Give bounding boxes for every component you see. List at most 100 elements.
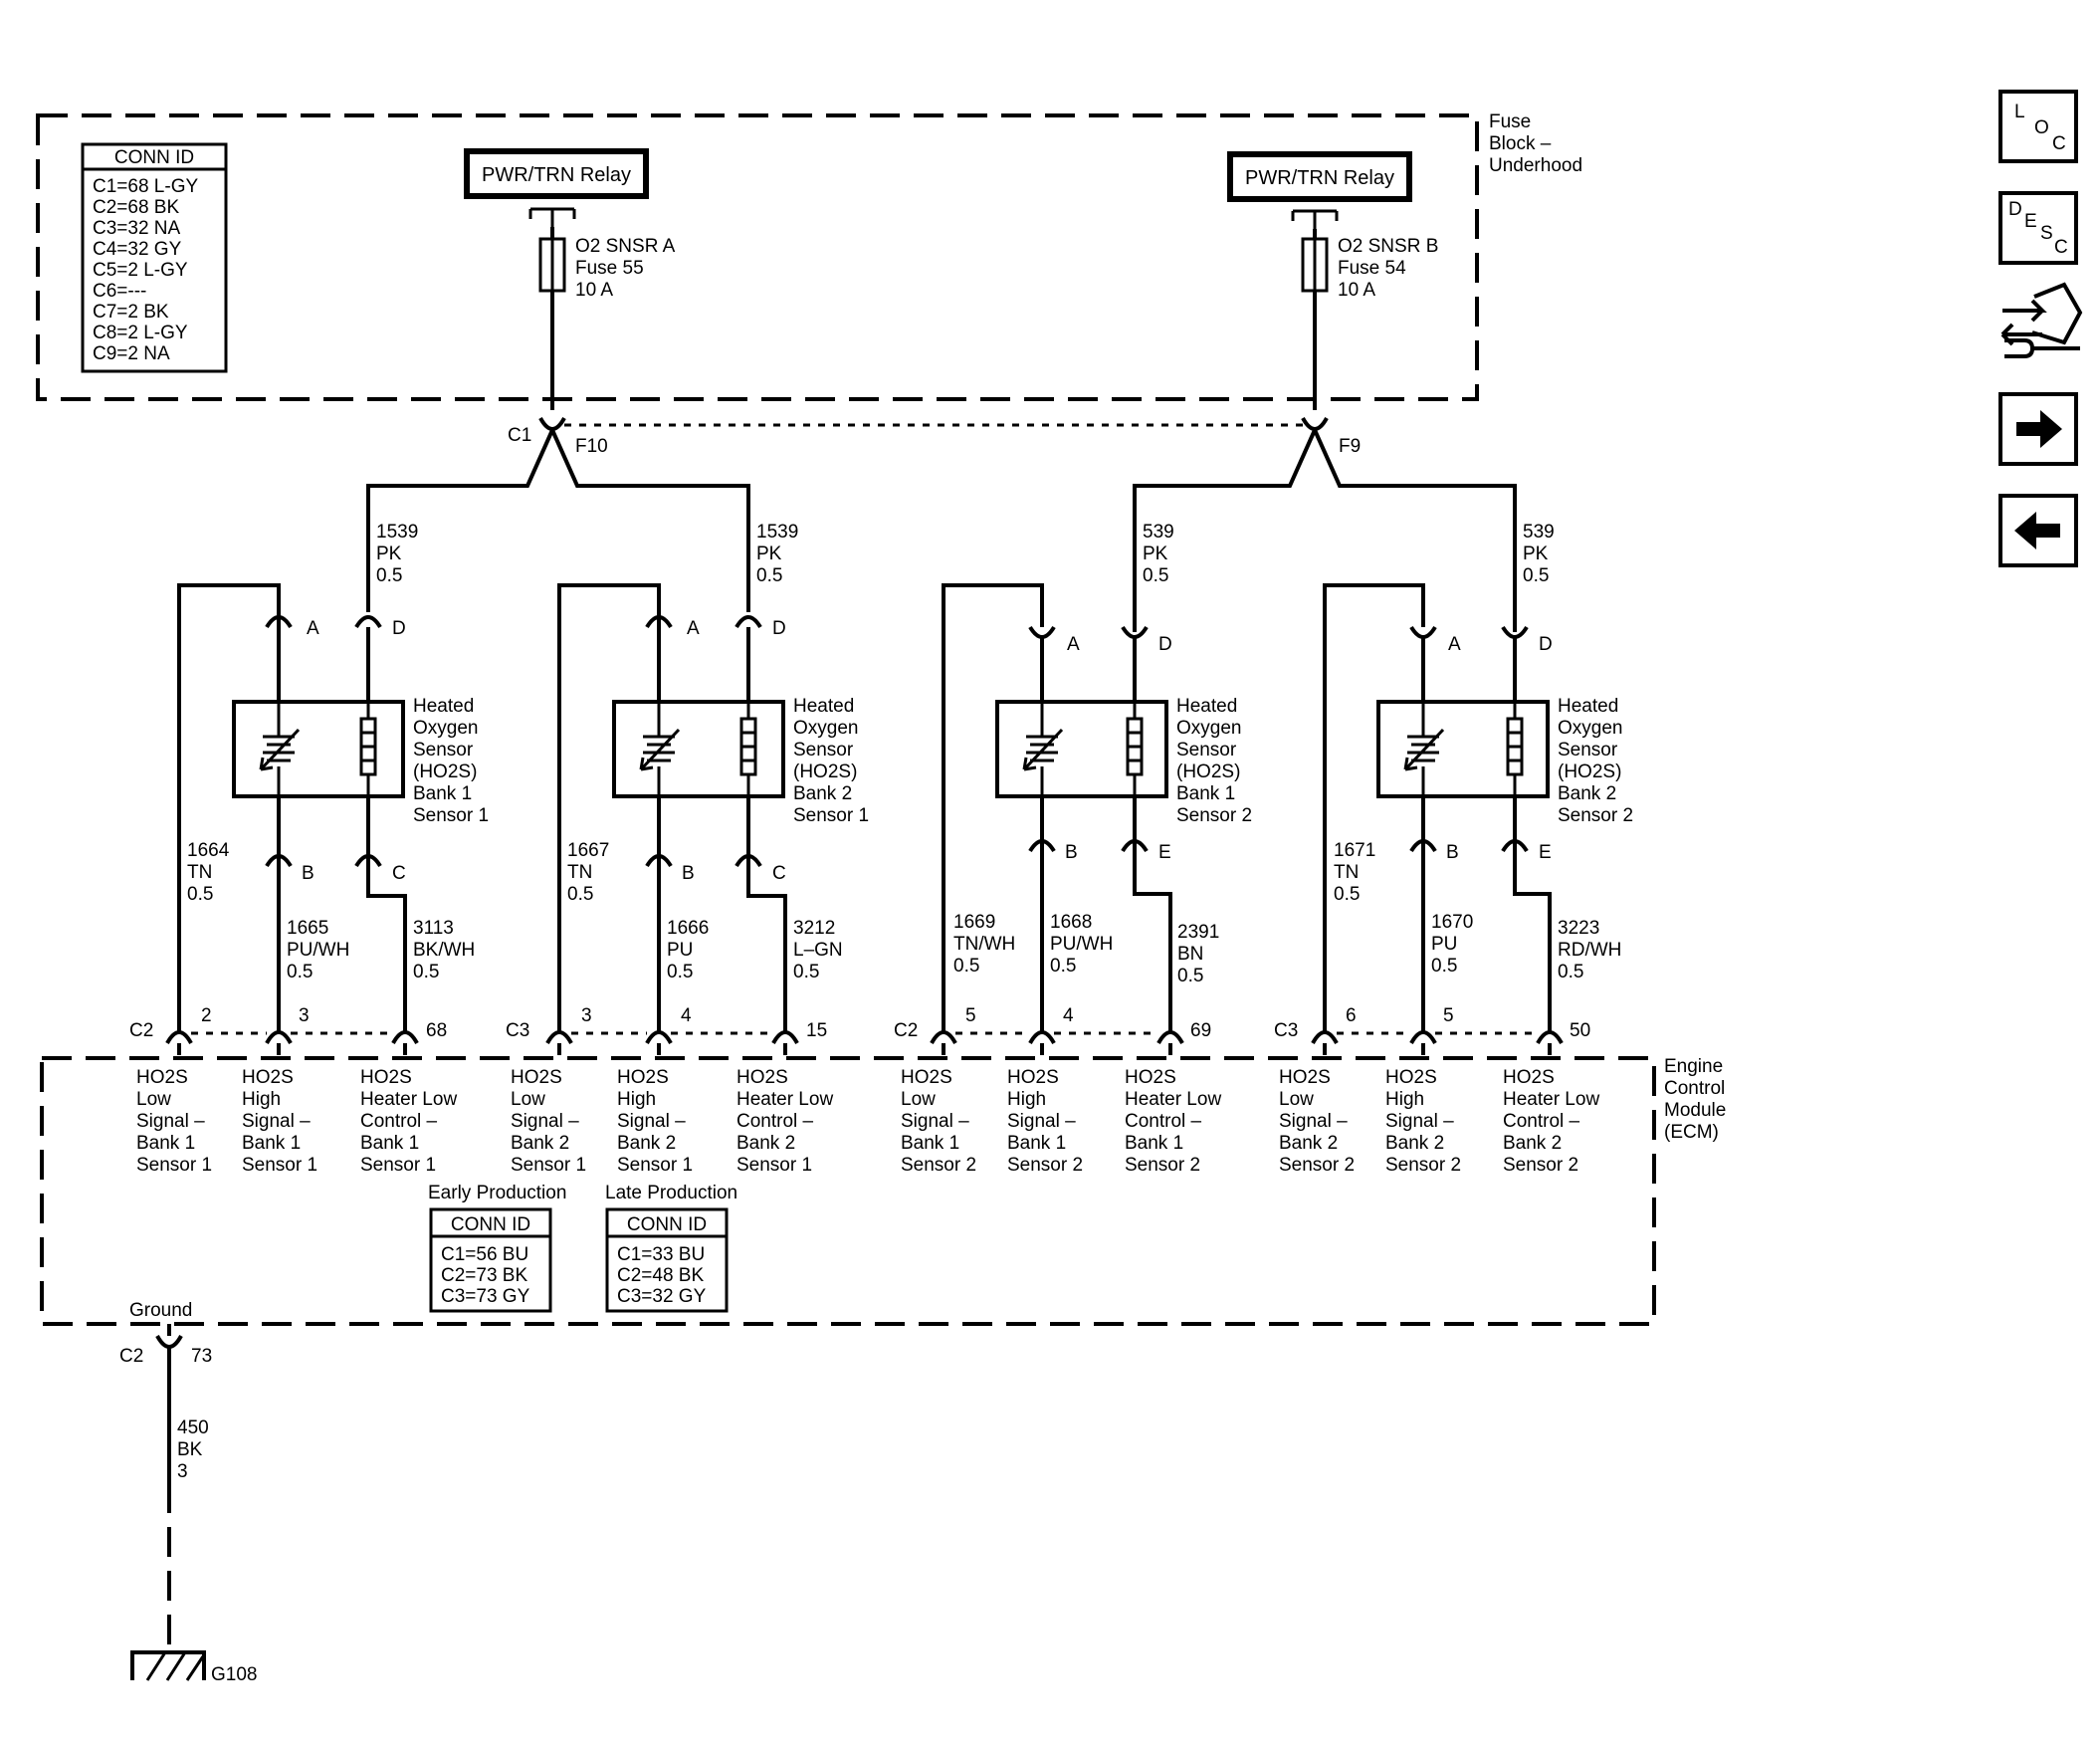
fuse-a-name: O2 SNSR A bbox=[575, 236, 676, 257]
low-circuit: 1664 bbox=[187, 840, 230, 861]
feed-gauge: 0.5 bbox=[1523, 565, 1549, 586]
ecm-pin-desc: High bbox=[242, 1089, 281, 1110]
ecm-pin-desc: Low bbox=[1279, 1089, 1314, 1110]
ecm-conn: C2 bbox=[894, 1020, 918, 1041]
ecm-pin-desc: HO2S bbox=[511, 1067, 562, 1088]
high-color: PU/WH bbox=[1050, 934, 1113, 955]
ecm-pin-desc: HO2S bbox=[617, 1067, 669, 1088]
feed-color: PK bbox=[1523, 544, 1549, 564]
sensor-name: Oxygen bbox=[1176, 718, 1241, 739]
fuse-a-number: Fuse 55 bbox=[575, 258, 644, 279]
loc-letter: L bbox=[2014, 102, 2025, 122]
sensor-name: Heated bbox=[793, 696, 854, 717]
low-color: TN bbox=[567, 862, 592, 883]
pin-d: D bbox=[1158, 634, 1172, 655]
high-circuit: 1668 bbox=[1050, 912, 1092, 933]
feed-color: PK bbox=[376, 544, 402, 564]
ecm-pin-desc: Bank 1 bbox=[1125, 1133, 1183, 1154]
desc-letter: D bbox=[2008, 199, 2022, 220]
ecm-pin-desc: Signal – bbox=[1385, 1111, 1454, 1132]
fuse-block-conn-id-table: CONN ID C1=68 L-GY C2=68 BK C3=32 NA C4=… bbox=[81, 142, 228, 373]
heat-color: RD/WH bbox=[1558, 940, 1621, 961]
ecm-pin: 69 bbox=[1190, 1020, 1211, 1041]
fuse-a-rating: 10 A bbox=[575, 280, 613, 301]
ecm-pin-desc: Sensor 2 bbox=[901, 1155, 976, 1176]
desc-letter: C bbox=[2054, 237, 2068, 258]
low-gauge: 0.5 bbox=[1334, 884, 1360, 905]
sensor-name: Sensor 2 bbox=[1558, 805, 1633, 826]
ecm-pin-desc: Signal – bbox=[136, 1111, 205, 1132]
ecm-pin-desc: Sensor 2 bbox=[1385, 1155, 1461, 1176]
ecm-pin: 50 bbox=[1570, 1020, 1590, 1041]
feed-color: PK bbox=[1143, 544, 1168, 564]
pin-e: E bbox=[1539, 842, 1552, 863]
ecm-label: (ECM) bbox=[1664, 1122, 1719, 1143]
low-circuit: 1671 bbox=[1334, 840, 1375, 861]
sensor-name: Heated bbox=[413, 696, 474, 717]
pin-a: A bbox=[1067, 634, 1080, 655]
sensor-name: (HO2S) bbox=[1558, 762, 1621, 782]
fuse-b-rating: 10 A bbox=[1338, 280, 1375, 301]
pin-b: B bbox=[302, 863, 315, 884]
ecm-pin: 4 bbox=[1063, 1005, 1074, 1026]
ecm-pin-desc: Bank 1 bbox=[242, 1133, 301, 1154]
ecm-pin-desc: High bbox=[1007, 1089, 1046, 1110]
next-arrow-button[interactable] bbox=[1998, 392, 2078, 466]
high-gauge: 0.5 bbox=[1050, 956, 1076, 977]
ecm-pin-desc: Heater Low bbox=[360, 1089, 457, 1110]
pin-c: C bbox=[392, 863, 406, 884]
low-color: TN/WH bbox=[953, 934, 1015, 955]
heat-circuit: 3212 bbox=[793, 918, 835, 939]
sensor-name: Bank 2 bbox=[793, 783, 852, 804]
sensor-name: Bank 1 bbox=[413, 783, 472, 804]
high-color: PU/WH bbox=[287, 940, 349, 961]
fuse-block-output-connectors: C1 F10 F9 bbox=[366, 416, 1517, 632]
pin-b: B bbox=[1446, 842, 1459, 863]
ecm-pin-desc: Heater Low bbox=[1503, 1089, 1599, 1110]
ecm-pin-desc: Bank 2 bbox=[511, 1133, 569, 1154]
fuse-out-pin-a: F10 bbox=[575, 436, 608, 457]
loc-button[interactable]: L O C bbox=[1998, 90, 2078, 163]
conn-id-row: C9=2 NA bbox=[93, 343, 170, 364]
pin-c: C bbox=[772, 863, 786, 884]
ecm-pin-desc: HO2S bbox=[360, 1067, 412, 1088]
early-conn-row: C3=73 GY bbox=[441, 1286, 530, 1307]
low-gauge: 0.5 bbox=[187, 884, 213, 905]
sensor-name: Sensor 1 bbox=[413, 805, 489, 826]
ecm-pin-desc: Control – bbox=[1503, 1111, 1580, 1132]
early-production-caption: Early Production bbox=[428, 1183, 566, 1203]
ecm-conn: C3 bbox=[1274, 1020, 1298, 1041]
feed-circuit: 1539 bbox=[756, 522, 798, 543]
ecm-pin-desc: HO2S bbox=[136, 1067, 188, 1088]
high-circuit: 1670 bbox=[1431, 912, 1473, 933]
late-conn-row: C3=32 GY bbox=[617, 1286, 707, 1307]
low-circuit: 1669 bbox=[953, 912, 995, 933]
conn-id-row: C2=68 BK bbox=[93, 197, 179, 218]
back-arrow-button[interactable] bbox=[1998, 494, 2078, 567]
early-conn-id-title: CONN ID bbox=[451, 1214, 530, 1235]
ecm-pin-desc: HO2S bbox=[242, 1067, 294, 1088]
ecm-pin-desc: Bank 1 bbox=[136, 1133, 195, 1154]
sensor-name: (HO2S) bbox=[793, 762, 857, 782]
ecm-pin-desc: Sensor 1 bbox=[242, 1155, 317, 1176]
connector-tool-icon[interactable] bbox=[2000, 282, 2083, 358]
high-circuit: 1665 bbox=[287, 918, 328, 939]
ecm-pin-desc: Bank 2 bbox=[1503, 1133, 1562, 1154]
desc-button[interactable]: D E S C bbox=[1998, 191, 2078, 265]
ground-symbol-icon bbox=[130, 1650, 206, 1681]
ecm-pin-desc: HO2S bbox=[1385, 1067, 1437, 1088]
sensor-name: Sensor bbox=[1558, 740, 1618, 761]
feed-circuit: 1539 bbox=[376, 522, 418, 543]
ecm-conn: C3 bbox=[506, 1020, 529, 1041]
feed-circuit: 539 bbox=[1523, 522, 1555, 543]
ecm-pin-desc: Signal – bbox=[901, 1111, 969, 1132]
fuse-out-pin-b: F9 bbox=[1339, 436, 1361, 457]
sensor-name: Sensor bbox=[1176, 740, 1237, 761]
ecm-pin-desc: Bank 2 bbox=[1279, 1133, 1338, 1154]
ecm-pin-desc: Signal – bbox=[1279, 1111, 1348, 1132]
ecm-pin-desc: Sensor 2 bbox=[1503, 1155, 1578, 1176]
high-circuit: 1666 bbox=[667, 918, 709, 939]
high-gauge: 0.5 bbox=[667, 962, 693, 982]
pin-a: A bbox=[307, 618, 319, 639]
